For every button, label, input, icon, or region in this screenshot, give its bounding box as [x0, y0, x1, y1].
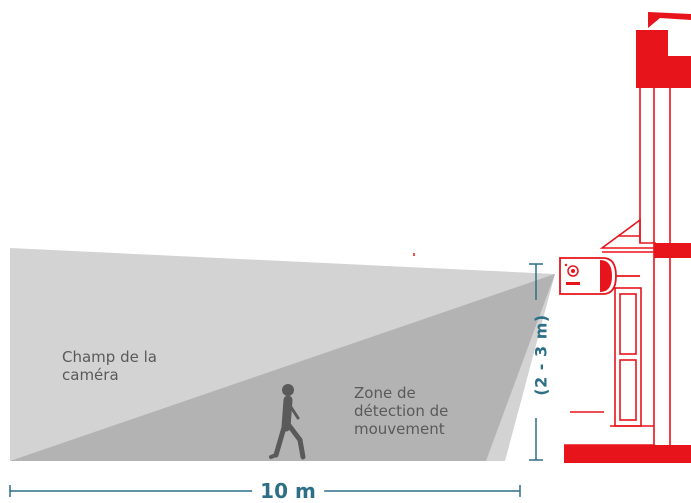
detection-distance-label: 10 m	[252, 479, 324, 503]
motion-zone-label: Zone de détection de mouvement	[354, 384, 448, 438]
ground-slab	[564, 445, 691, 463]
window-inner-bottom	[619, 359, 637, 421]
motion-detection-zone	[10, 274, 555, 461]
walking-person-icon	[269, 384, 306, 460]
motion-zone-label-line3: mouvement	[354, 420, 445, 438]
camera-field-label-line1: Champ de la	[62, 348, 157, 366]
roof-upper	[648, 12, 691, 28]
security-camera-icon	[559, 257, 640, 295]
building-facade	[564, 12, 691, 463]
mounting-height-label: (2 - 3 m)	[531, 314, 551, 396]
motion-zone-label-line2: détection de	[354, 402, 449, 420]
floor-slab-left	[654, 243, 691, 258]
window-outer	[614, 287, 642, 427]
camera-field-label: Champ de la caméra	[62, 348, 157, 384]
window-inner-top	[619, 293, 637, 355]
awning	[599, 218, 656, 249]
height-dimension	[529, 263, 543, 461]
camera-field-label-line2: caméra	[62, 366, 119, 384]
motion-zone-label-line1: Zone de	[354, 384, 416, 402]
roof-block	[636, 30, 691, 88]
